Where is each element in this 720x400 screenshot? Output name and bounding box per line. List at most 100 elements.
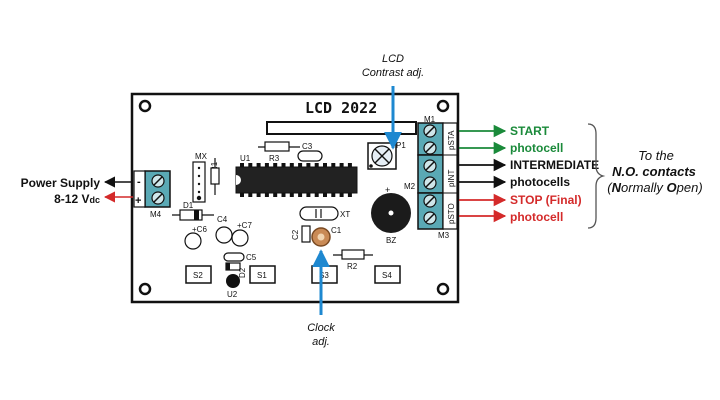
ic-pin [323,193,327,197]
power-supply-label: Power Supply [21,176,101,190]
transistor-u2 [226,274,240,288]
lcd-contrast-label-line2: Contrast adj. [362,67,424,79]
ic-pin [347,193,352,197]
ic-pin [264,193,269,197]
note-line3: (Normally Open) [607,180,702,195]
start-label-line2: photocell [510,141,563,155]
switch-s2 [185,265,212,284]
label-psto: pSTO [447,203,456,224]
ic-pin [298,163,303,167]
chip-u1 [235,166,358,194]
diode-d1 [179,209,203,221]
label-pint: pINT [447,170,456,187]
ic-pin [240,163,244,167]
label-r3: R3 [269,154,280,163]
resistor-r2 [341,249,365,260]
label-c1: C1 [331,226,342,235]
terminal-m4-screw-2 [151,191,165,205]
ic-pin [339,193,344,197]
mounting-hole-bl [138,282,152,296]
terminal-screw-slot [425,213,435,223]
m4-plus-sign: + [135,195,141,207]
label-bz: BZ [386,236,396,245]
clock-adj-label-line2: adj. [312,336,330,348]
ic-pin [248,193,253,197]
ic-pin [281,193,286,197]
label-d2: D2 [238,267,247,278]
mounting-hole-br [436,282,450,296]
label-m2: M2 [404,182,416,191]
ic-pin [314,193,319,197]
ic-pin [273,163,278,167]
ic-pin [323,163,327,167]
stop-label-line2: photocell [510,210,563,224]
label-d1: D1 [183,201,194,210]
label-c6: +C6 [192,225,207,234]
capacitor-c4 [215,226,233,244]
ic-pin [347,163,352,167]
ic-pin [289,163,294,167]
power-voltage-main: 8-12 V [54,192,89,206]
label-c7: +C7 [237,221,252,230]
label-p1: P1 [396,141,406,150]
start-label-line1: START [510,124,550,138]
ic-pin [306,193,311,197]
terminal-screw-slot [425,126,435,136]
label-xt: XT [340,210,350,219]
ic-pin [256,163,261,167]
terminal-screw-slot [425,161,435,171]
label-bz-plus: + [385,185,390,195]
label-u2: U2 [227,290,238,299]
switch-s4 [374,265,401,284]
capacitor-c5 [223,252,245,262]
contacts-bracket [587,123,606,229]
clock-adj-label-line1: Clock [307,322,335,334]
capacitor-c7 [231,229,249,247]
label-s1: S1 [257,271,267,280]
terminal-m4-screw-1 [151,174,165,188]
capacitor-c6 [184,232,202,250]
ic-pin [314,163,319,167]
label-psta: pSTA [447,130,456,150]
note-open-paren: ( [607,180,613,195]
stop-label-line1: STOP (Final) [510,193,582,207]
intermediate-label-line2: photocells [510,175,570,189]
ic-pin [273,193,278,197]
label-m1: M1 [424,115,436,124]
intermediate-label-line1: INTERMEDIATE [510,158,599,172]
note-pen: pen) [676,180,703,195]
m4-minus-sign: - [137,176,141,188]
ic-pin [281,163,286,167]
ic-pin [298,193,303,197]
label-m3: M3 [438,231,450,240]
power-voltage-sub: dc [89,195,100,205]
lcd-header [266,121,417,135]
note-n: N [612,180,622,195]
crystal-xt [299,206,339,221]
terminal-screw-slot [425,143,435,153]
ic-pin [339,163,344,167]
ic-pin [240,193,244,197]
label-r2: R2 [347,262,358,271]
ic-pin [306,163,311,167]
label-mx: MX [195,152,208,161]
label-s3: S3 [319,271,329,280]
label-c3: C3 [302,142,313,151]
capacitor-c3 [297,150,323,162]
switch-s1 [249,265,276,284]
power-voltage-label: 8-12 Vdc [54,192,100,206]
ic-pin [331,193,336,197]
ic-pin [289,193,294,197]
board-title: LCD 2022 [305,99,377,117]
label-s2: S2 [193,271,203,280]
terminal-screw-slot [425,178,435,188]
label-c2: C2 [291,229,300,240]
terminal-label-strip [442,122,458,230]
header-mx [192,161,206,203]
label-u1: U1 [240,154,251,163]
ic-pin [264,163,269,167]
label-s4: S4 [382,271,392,280]
terminal-screw-slot [425,196,435,206]
note-line1: To the [638,148,674,163]
